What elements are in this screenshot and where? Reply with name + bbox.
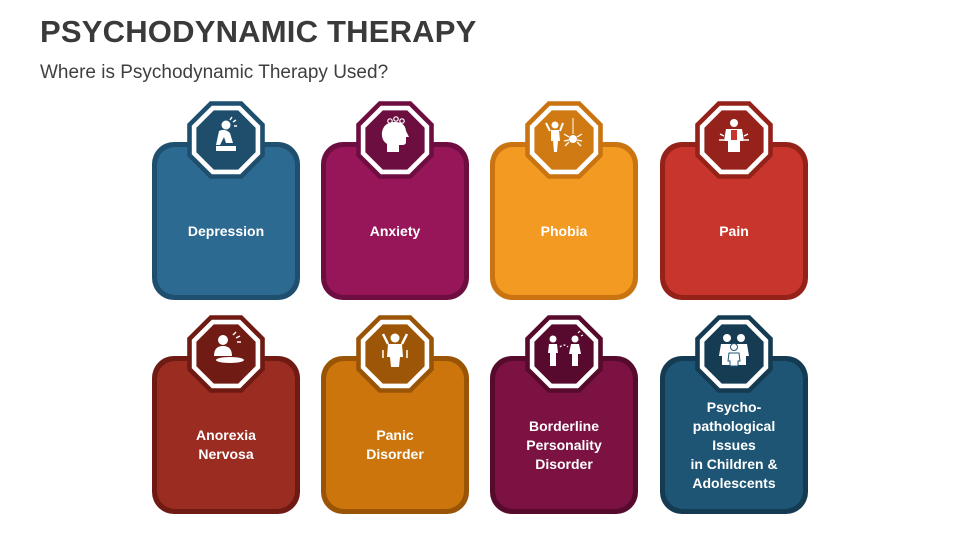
depressed-person-icon: [216, 116, 237, 151]
card-label: Pain: [719, 222, 749, 239]
spider-fear-icon: [545, 118, 583, 152]
two-persons-conflict-icon: [548, 330, 584, 366]
children-group-icon: [719, 334, 749, 367]
card-background: [321, 315, 469, 514]
panic-person-icon: [381, 333, 409, 367]
page-subtitle: Where is Psychodynamic Therapy Used?: [40, 62, 389, 83]
card-label: Depression: [187, 222, 265, 239]
anorexia-plate-icon: [214, 331, 244, 363]
card-depression: Depression: [152, 100, 300, 300]
card-background: [660, 315, 808, 514]
card-anxiety: Anxiety: [321, 100, 469, 300]
pain-person-icon: [719, 119, 749, 152]
card-pain: Pain: [660, 100, 808, 300]
card-label: Phobia: [540, 222, 588, 239]
card-background: [490, 315, 638, 514]
page-title: PSYCHODYNAMIC THERAPY: [40, 14, 477, 49]
card-phobia: Phobia: [490, 100, 638, 300]
card-background: [660, 101, 808, 300]
anxious-head-icon: [381, 116, 409, 152]
card-background: [490, 101, 638, 300]
card-label: Anxiety: [369, 222, 421, 239]
